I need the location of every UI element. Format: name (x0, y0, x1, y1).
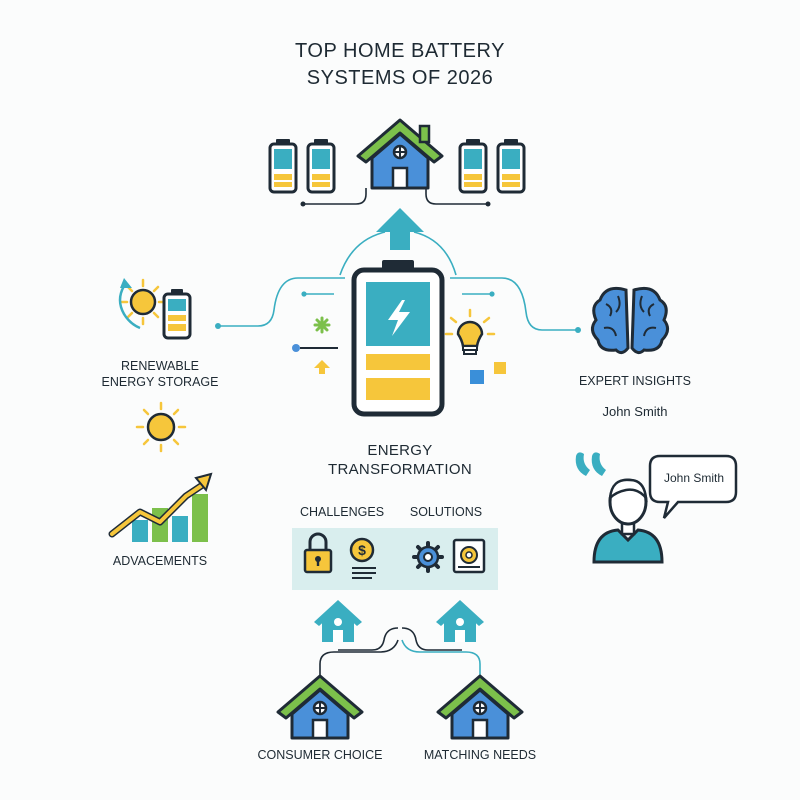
svg-text:$: $ (358, 542, 366, 558)
sun-icon (119, 278, 167, 326)
arrow-up-icon (376, 208, 424, 250)
brain-icon (591, 286, 669, 355)
house-icon (276, 674, 364, 740)
speech-bubble-icon (648, 454, 738, 519)
center-label-line2: TRANSFORMATION (328, 460, 472, 478)
battery-icon (496, 139, 526, 194)
renewable-label-line2: ENERGY STORAGE (101, 374, 219, 389)
house-icon (436, 600, 484, 642)
battery-icon (268, 139, 298, 194)
battery-icon (306, 139, 336, 194)
connector-lines (215, 188, 581, 700)
battery-icon (351, 260, 445, 417)
lightbulb-icon (444, 308, 496, 355)
person-icon (592, 478, 664, 564)
dollar-coin-icon: $ (349, 537, 376, 579)
house-icon (314, 600, 362, 642)
center-label: ENERGY TRANSFORMATION (300, 442, 500, 480)
squares-icon (470, 362, 506, 384)
challenges-label: CHALLENGES (299, 505, 385, 519)
expert-insights-label: EXPERT INSIGHTS (578, 374, 692, 388)
matching-needs-label: MATCHING NEEDS (423, 748, 537, 762)
slider-icon (292, 344, 338, 352)
spark-icon (313, 316, 331, 334)
expert-name: John Smith (602, 404, 668, 419)
speech-bubble-text: John Smith (663, 471, 725, 485)
battery-icon (458, 139, 488, 194)
growth-chart-icon (108, 472, 213, 542)
advancements-label: ADVACEMENTS (112, 554, 208, 568)
consumer-choice-label: CONSUMER CHOICE (257, 748, 383, 762)
page-title: TOP HOME BATTERY SYSTEMS OF 2026 (250, 38, 550, 92)
renewable-label: RENEWABLE ENERGY STORAGE (90, 359, 230, 390)
arrow-up-icon (314, 360, 330, 374)
page-title-line2: SYSTEMS OF 2026 (306, 67, 494, 89)
page-title-line1: TOP HOME BATTERY (295, 40, 505, 62)
battery-icon (162, 289, 192, 340)
house-icon (356, 118, 444, 190)
renewable-label-line1: RENEWABLE (120, 359, 200, 373)
house-icon (436, 674, 524, 740)
settings-panel-icon (452, 538, 486, 574)
quote-icon (575, 452, 606, 476)
center-label-line1: ENERGY (367, 442, 433, 459)
solutions-label: SOLUTIONS (409, 505, 483, 519)
cycle-arrow-icon (118, 278, 141, 330)
gear-icon (412, 541, 444, 573)
lock-icon (303, 532, 333, 574)
sun-icon (135, 401, 187, 453)
